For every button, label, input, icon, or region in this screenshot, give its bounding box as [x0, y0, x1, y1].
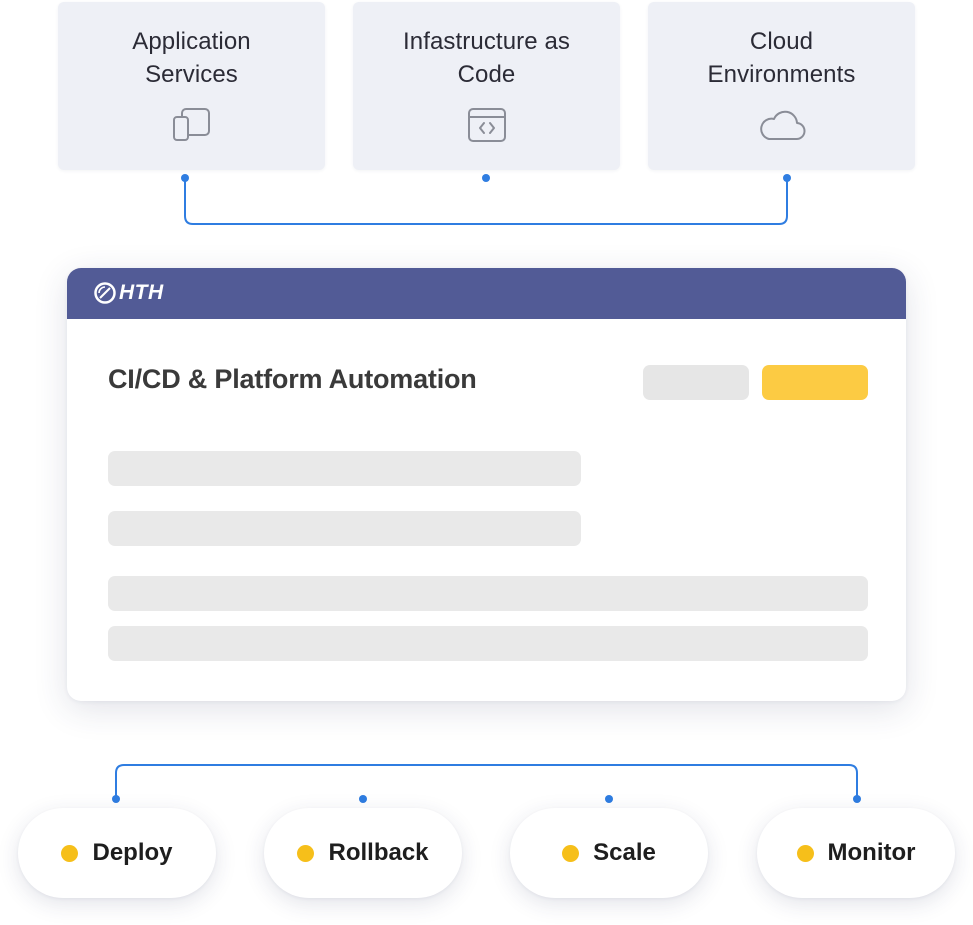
connector-dot	[112, 795, 120, 803]
connector-dot	[359, 795, 367, 803]
top-connector-path	[184, 178, 788, 225]
automation-panel: HTH CI/CD & Platform Automation	[67, 268, 906, 701]
cloud-icon	[757, 107, 807, 143]
panel-header: HTH	[67, 268, 906, 319]
connector-dot	[853, 795, 861, 803]
source-card-title: Application Services	[132, 28, 251, 88]
action-chip-label: Rollback	[328, 839, 429, 866]
bottom-connector-path	[115, 764, 858, 799]
content-placeholder-bar	[108, 511, 581, 546]
secondary-button-placeholder[interactable]	[643, 365, 749, 400]
content-placeholder-bar	[108, 451, 581, 486]
connector-dot	[783, 174, 791, 182]
source-card-cloud-environments: Cloud Environments	[648, 2, 915, 170]
primary-button-placeholder[interactable]	[762, 365, 868, 400]
source-card-title: Cloud Environments	[707, 28, 856, 88]
status-dot-icon	[796, 844, 814, 862]
content-placeholder-bar	[108, 626, 868, 661]
connector-dot	[482, 174, 490, 182]
panel-title: CI/CD & Platform Automation	[108, 364, 477, 394]
devices-icon	[172, 107, 212, 143]
source-card-title: Infastructure as Code	[402, 28, 570, 88]
connector-dot	[605, 795, 613, 803]
action-chip-label: Scale	[593, 839, 656, 866]
hth-logo-mark-icon	[94, 282, 116, 304]
action-chip-label: Deploy	[92, 839, 173, 866]
action-chip-monitor[interactable]: Monitor	[757, 808, 955, 898]
status-dot-icon	[562, 844, 580, 862]
source-card-application-services: Application Services	[58, 2, 325, 170]
action-chip-scale[interactable]: Scale	[510, 808, 708, 898]
status-dot-icon	[297, 844, 315, 862]
action-chip-label: Monitor	[827, 839, 916, 866]
action-chip-deploy[interactable]: Deploy	[18, 808, 216, 898]
source-card-infrastructure-as-code: Infastructure as Code	[353, 2, 620, 170]
connector-dot	[181, 174, 189, 182]
status-dot-icon	[61, 844, 79, 862]
hth-logo: HTH	[94, 277, 164, 309]
logo-text: HTH	[119, 281, 164, 304]
action-chip-rollback[interactable]: Rollback	[264, 808, 462, 898]
code-window-icon	[467, 107, 507, 143]
content-placeholder-bar	[108, 576, 868, 611]
